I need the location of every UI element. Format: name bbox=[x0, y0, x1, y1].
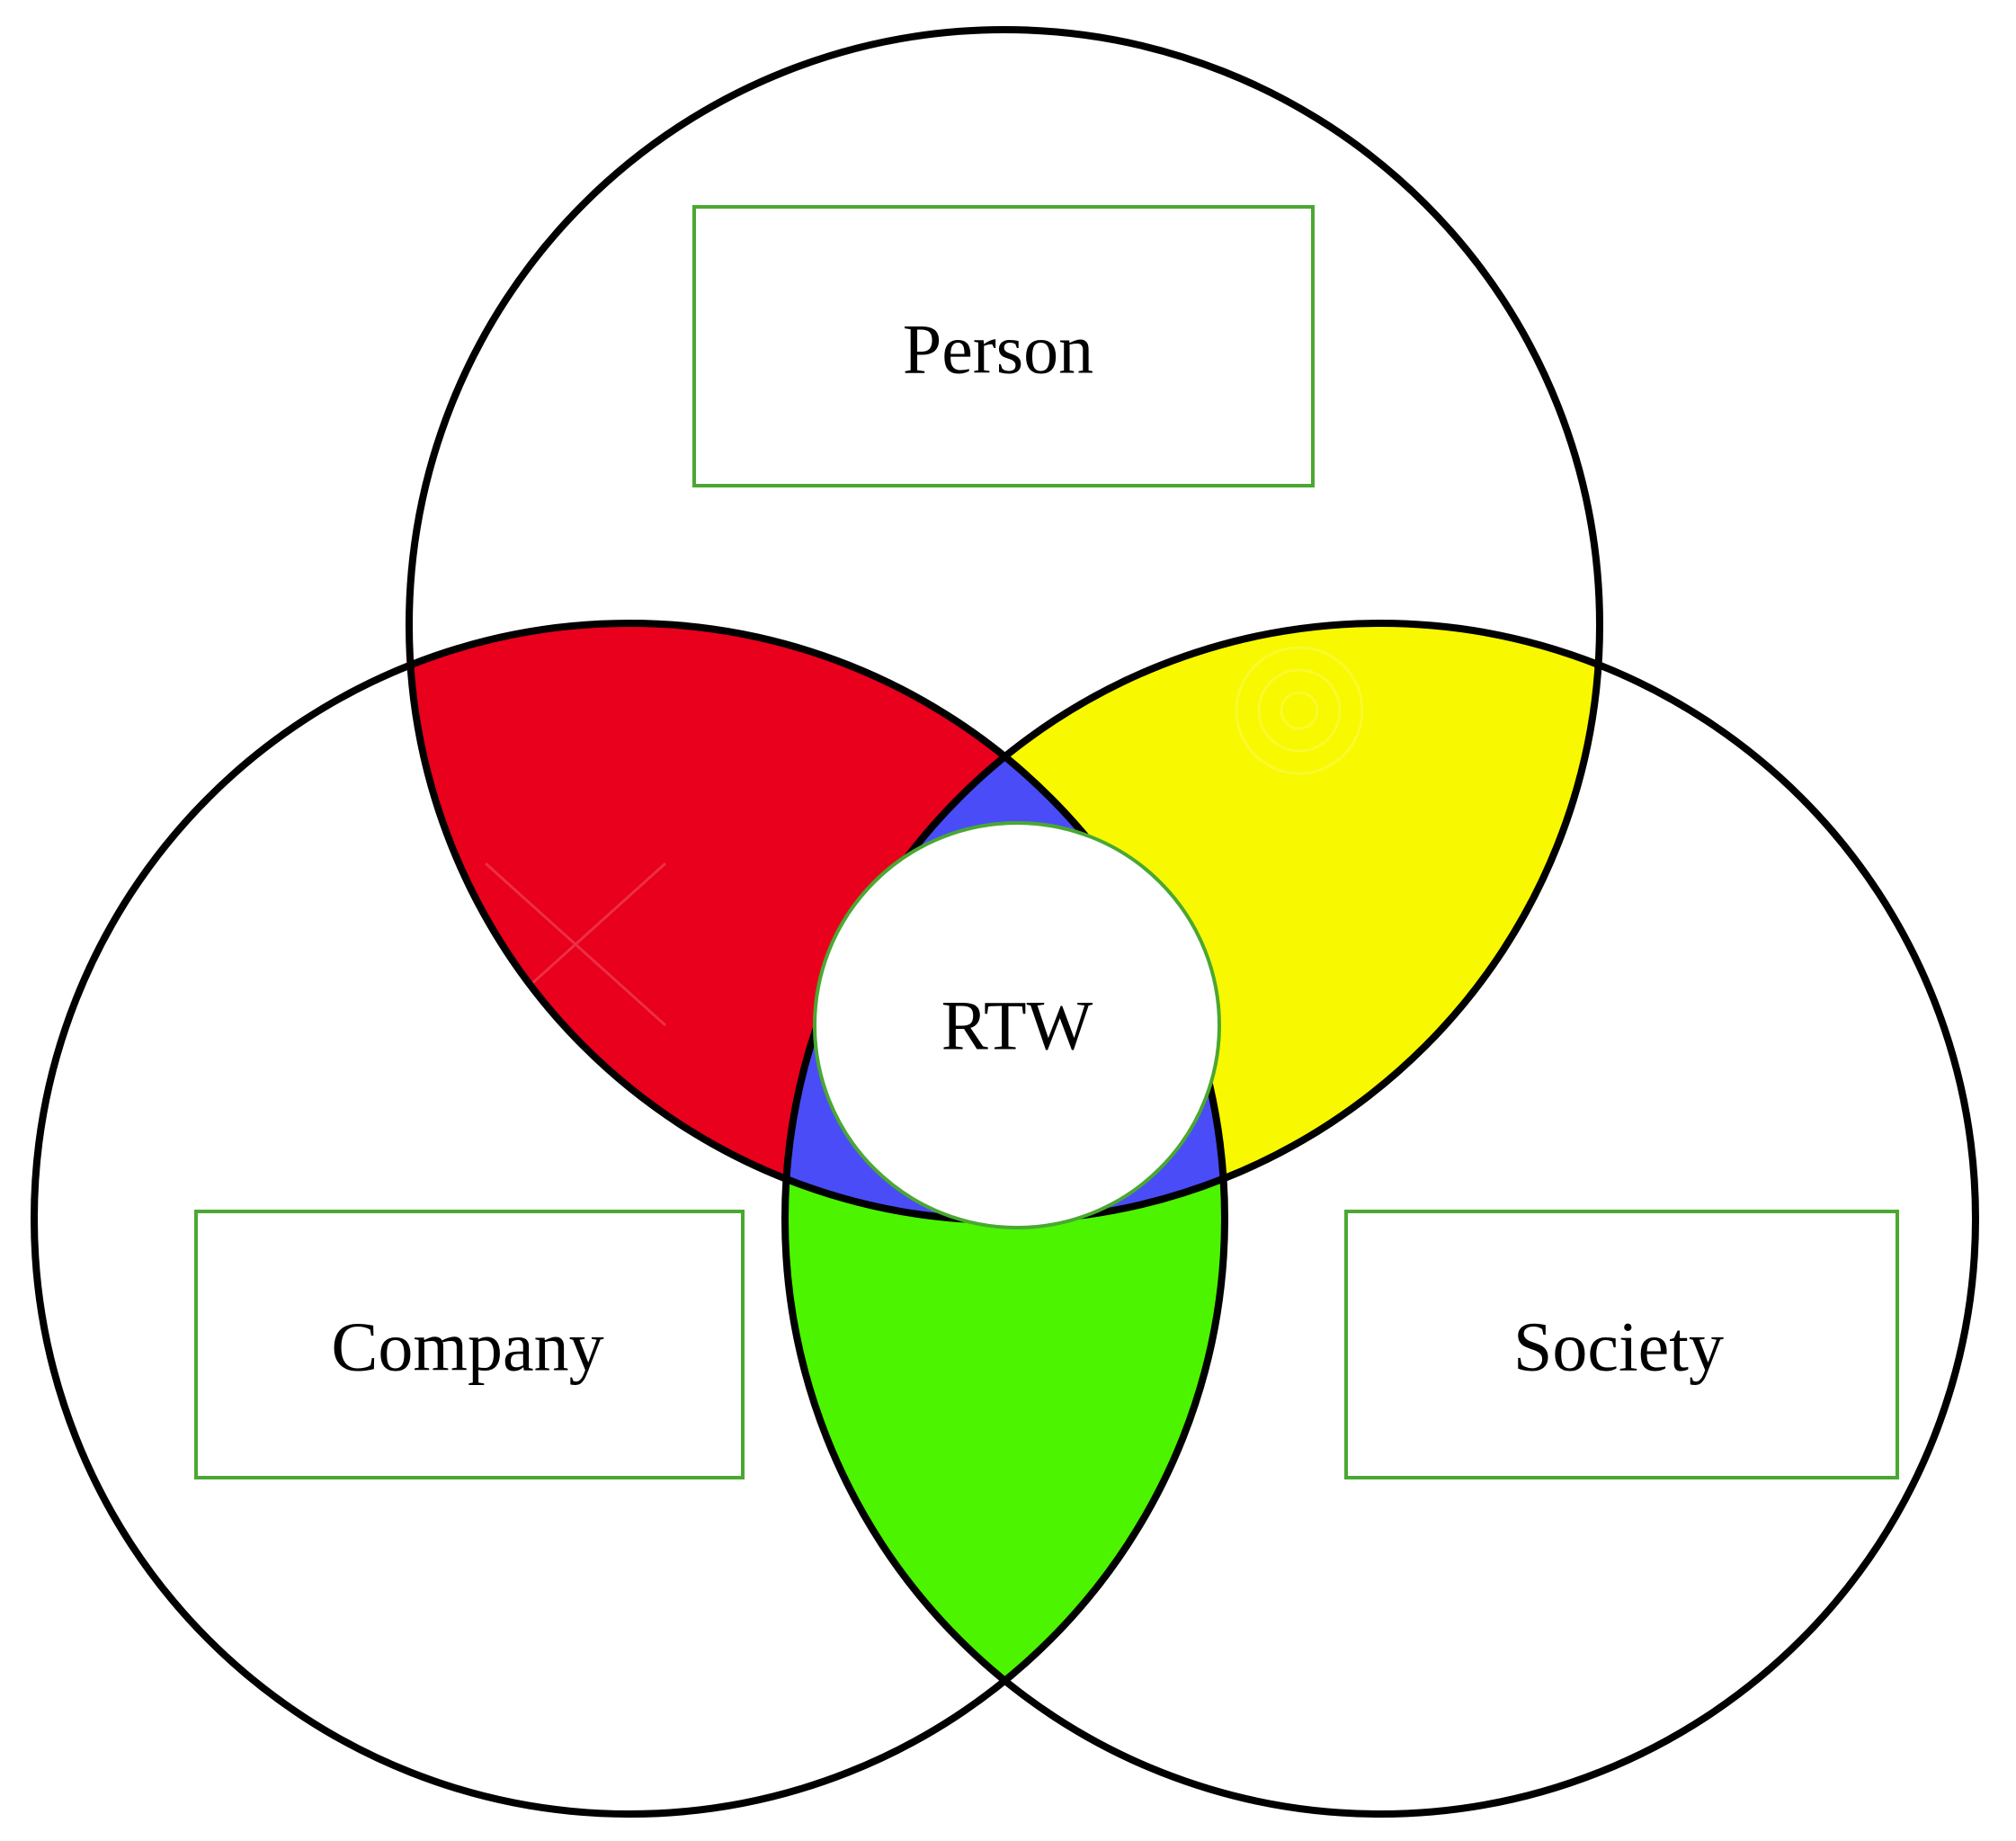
company-label: Company bbox=[331, 1308, 603, 1386]
society-label-box bbox=[1344, 1210, 1899, 1479]
company-label-box bbox=[194, 1210, 745, 1479]
center-circle bbox=[813, 821, 1221, 1229]
company-circle bbox=[31, 620, 1228, 1818]
person-label-box bbox=[692, 205, 1315, 487]
society-circle bbox=[781, 620, 1979, 1818]
person-label: Person bbox=[903, 310, 1093, 389]
watermark bbox=[484, 646, 1364, 1027]
center-label: RTW bbox=[941, 987, 1093, 1065]
society-label: Society bbox=[1513, 1308, 1724, 1386]
